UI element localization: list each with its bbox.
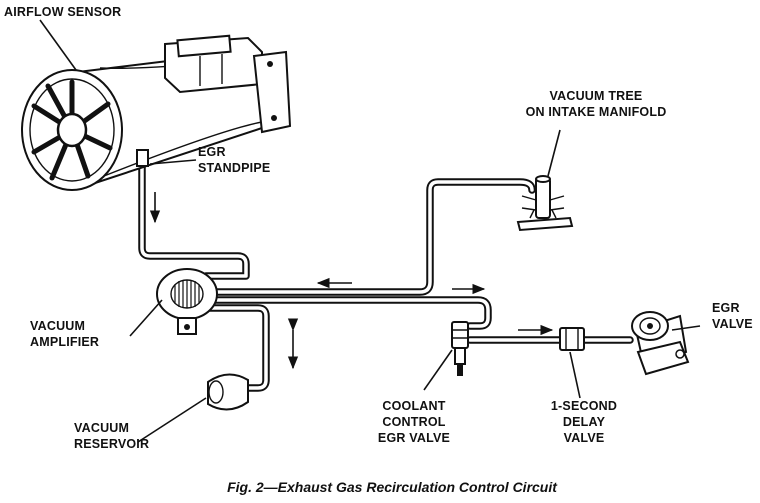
- label-vacuum-reservoir-2: RESERVOIR: [74, 437, 149, 451]
- label-delay-valve-3: VALVE: [564, 431, 605, 445]
- flow-arrows: [149, 192, 554, 370]
- label-egr-standpipe-2: STANDPIPE: [198, 161, 270, 175]
- labels: AIRFLOW SENSOR EGR STANDPIPE VACUUM TREE…: [4, 5, 753, 451]
- label-coolant-control-2: CONTROL: [382, 415, 445, 429]
- label-vacuum-amplifier-2: AMPLIFIER: [30, 335, 99, 349]
- label-egr-valve-2: VALVE: [712, 317, 753, 331]
- figure-caption: Fig. 2—Exhaust Gas Recirculation Control…: [227, 479, 558, 495]
- label-coolant-control: COOLANT: [382, 399, 445, 413]
- vacuum-amplifier: [156, 268, 218, 335]
- label-egr-standpipe: EGR: [198, 145, 226, 159]
- egr-valve: [631, 311, 690, 376]
- leader-lines: [39, 19, 701, 443]
- label-delay-valve-2: DELAY: [563, 415, 606, 429]
- vacuum-reservoir: [207, 373, 249, 411]
- label-vacuum-tree-2: ON INTAKE MANIFOLD: [526, 105, 667, 119]
- vacuum-hoses: [138, 158, 634, 392]
- label-egr-valve: EGR: [712, 301, 740, 315]
- label-delay-valve: 1-SECOND: [551, 399, 617, 413]
- label-airflow-sensor: AIRFLOW SENSOR: [4, 5, 121, 19]
- label-coolant-control-3: EGR VALVE: [378, 431, 450, 445]
- label-vacuum-reservoir: VACUUM: [74, 421, 129, 435]
- label-vacuum-amplifier: VACUUM: [30, 319, 85, 333]
- airflow-sensor: [21, 34, 292, 191]
- delay-valve: [559, 327, 585, 351]
- label-vacuum-tree: VACUUM TREE: [550, 89, 643, 103]
- vacuum-tree: [516, 175, 574, 232]
- coolant-control-egr-valve: [451, 321, 469, 376]
